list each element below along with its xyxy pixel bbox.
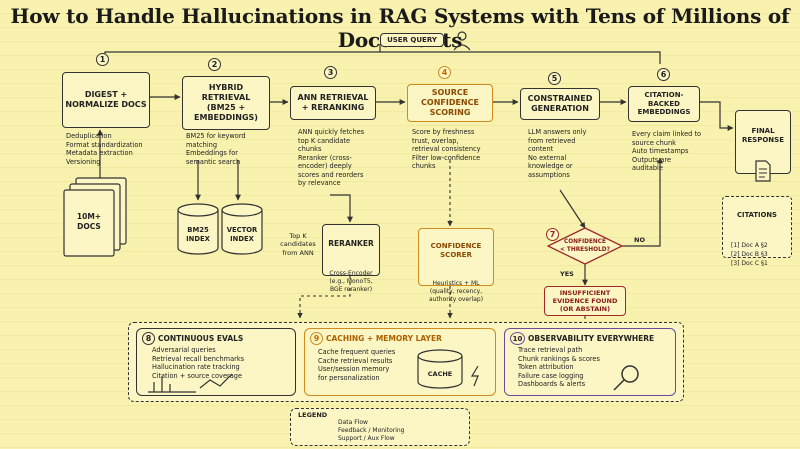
cache-label: CACHE	[427, 370, 453, 378]
lightning-icon	[470, 365, 479, 387]
observability-title: OBSERVABILITY EVERYWHERE	[528, 334, 655, 343]
step-7-badge: 7	[546, 228, 559, 241]
ann-reranking-box: ANN RETRIEVAL + RERANKING	[290, 86, 376, 120]
bm25-index-label: BM25 INDEX	[186, 226, 210, 243]
citation-embeddings-box: CITATION-BACKED EMBEDDINGS	[628, 86, 700, 122]
user-icon	[453, 31, 471, 51]
source-confidence-box: SOURCE CONFIDENCE SCORING	[407, 84, 493, 122]
vector-index-icon	[221, 210, 263, 255]
arrow-gen-check	[559, 189, 586, 229]
threshold-label: CONFIDENCE < THRESHOLD?	[560, 239, 610, 253]
step-3-badge: 3	[324, 66, 337, 79]
step-6-badge: 6	[657, 68, 670, 81]
legend-box	[290, 408, 470, 446]
caching-title: CACHING + MEMORY LAYER	[326, 334, 442, 343]
continuous-evals-panel	[136, 328, 296, 396]
step-8-badge: 8	[142, 332, 155, 345]
step-9-badge: 9	[310, 332, 323, 345]
step-2-badge: 2	[208, 58, 221, 71]
confidence-scorer-box: CONFIDENCE SCORER Heuristics + ML(qualit…	[418, 228, 494, 303]
step-1-badge: 1	[96, 53, 109, 66]
digest-box: DIGEST + NORMALIZE DOCS	[62, 72, 150, 128]
user-query-box: USER QUERY	[380, 33, 444, 47]
arrow-6-final	[700, 101, 734, 131]
legend-title: LEGEND	[298, 411, 328, 419]
continuous-evals-title: CONTINUOUS EVALS	[158, 334, 244, 343]
arrow-reranker-bottom	[297, 276, 351, 319]
topk-label: Top K candidates from ANN	[280, 232, 316, 257]
document-icon	[755, 159, 771, 182]
final-response-box: FINAL RESPONSE	[735, 110, 791, 182]
hybrid-retrieval-box: HYBRID RETRIEVAL (BM25 + EMBEDDINGS)	[182, 76, 270, 130]
docs-label: 10M+ DOCS	[76, 212, 102, 231]
bm25-index-icon	[177, 210, 219, 255]
constrained-generation-box: CONSTRAINED GENERATION	[520, 88, 600, 120]
insufficient-evidence-box: INSUFFICIENT EVIDENCE FOUND (OR ABSTAIN)	[544, 286, 626, 316]
arrow-check-no	[620, 157, 663, 247]
step-4-badge: 4	[438, 66, 451, 79]
observability-panel	[504, 328, 676, 396]
citations-box: CITATIONS [1] Doc A §2[2] Doc B §3[3] Do…	[722, 196, 792, 267]
no-label: NO	[634, 236, 645, 244]
arrow-ann-reranker	[330, 194, 353, 223]
reranker-box: RERANKER Cross-Encoder(e.g., MonoT5,BGE …	[322, 224, 380, 293]
step-5-badge: 5	[548, 72, 561, 85]
yes-label: YES	[560, 270, 574, 278]
vector-index-label: VECTOR INDEX	[226, 226, 258, 243]
caching-panel	[304, 328, 496, 396]
step-10-badge: 10	[510, 332, 525, 345]
